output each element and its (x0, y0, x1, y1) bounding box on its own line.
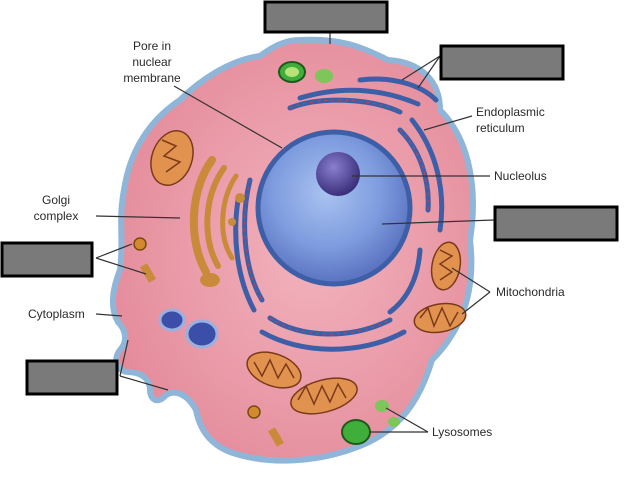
blank-label-box-top[interactable] (263, 0, 389, 34)
mitochondrion (413, 302, 467, 334)
blank-label-box-left[interactable] (0, 241, 94, 278)
nucleus (255, 129, 413, 287)
lysosome (375, 400, 389, 412)
lysosome (388, 417, 400, 427)
blank-label-box-middle-right[interactable] (493, 205, 619, 242)
label-pore-line2: nuclear (132, 55, 171, 69)
label-er-line2: reticulum (476, 121, 525, 135)
blank-label-box-lower-left[interactable] (25, 359, 119, 396)
leader-lines (95, 32, 495, 433)
label-er-line1: Endoplasmic (476, 105, 545, 119)
golgi-complex (189, 156, 239, 276)
label-lysosomes: Lysosomes (432, 425, 492, 439)
label-nucleolus: Nucleolus (494, 169, 547, 183)
nucleolus (316, 152, 360, 196)
label-cytoplasm: Cytoplasm (28, 307, 85, 321)
lysosomes-group (278, 61, 400, 445)
mitochondrion (430, 241, 462, 291)
label-pore-line3: membrane (123, 71, 181, 85)
label-golgi-line2: complex (34, 209, 79, 223)
blank-label-box-upper-right[interactable] (439, 44, 565, 81)
mitochondrion (150, 130, 194, 186)
lysosome (341, 419, 371, 445)
lysosome (315, 69, 333, 83)
label-golgi-line1: Golgi (42, 193, 70, 207)
mitochondria-group (150, 130, 467, 415)
label-pore-line1: Pore in (133, 39, 171, 53)
label-mitochondria: Mitochondria (496, 285, 565, 299)
